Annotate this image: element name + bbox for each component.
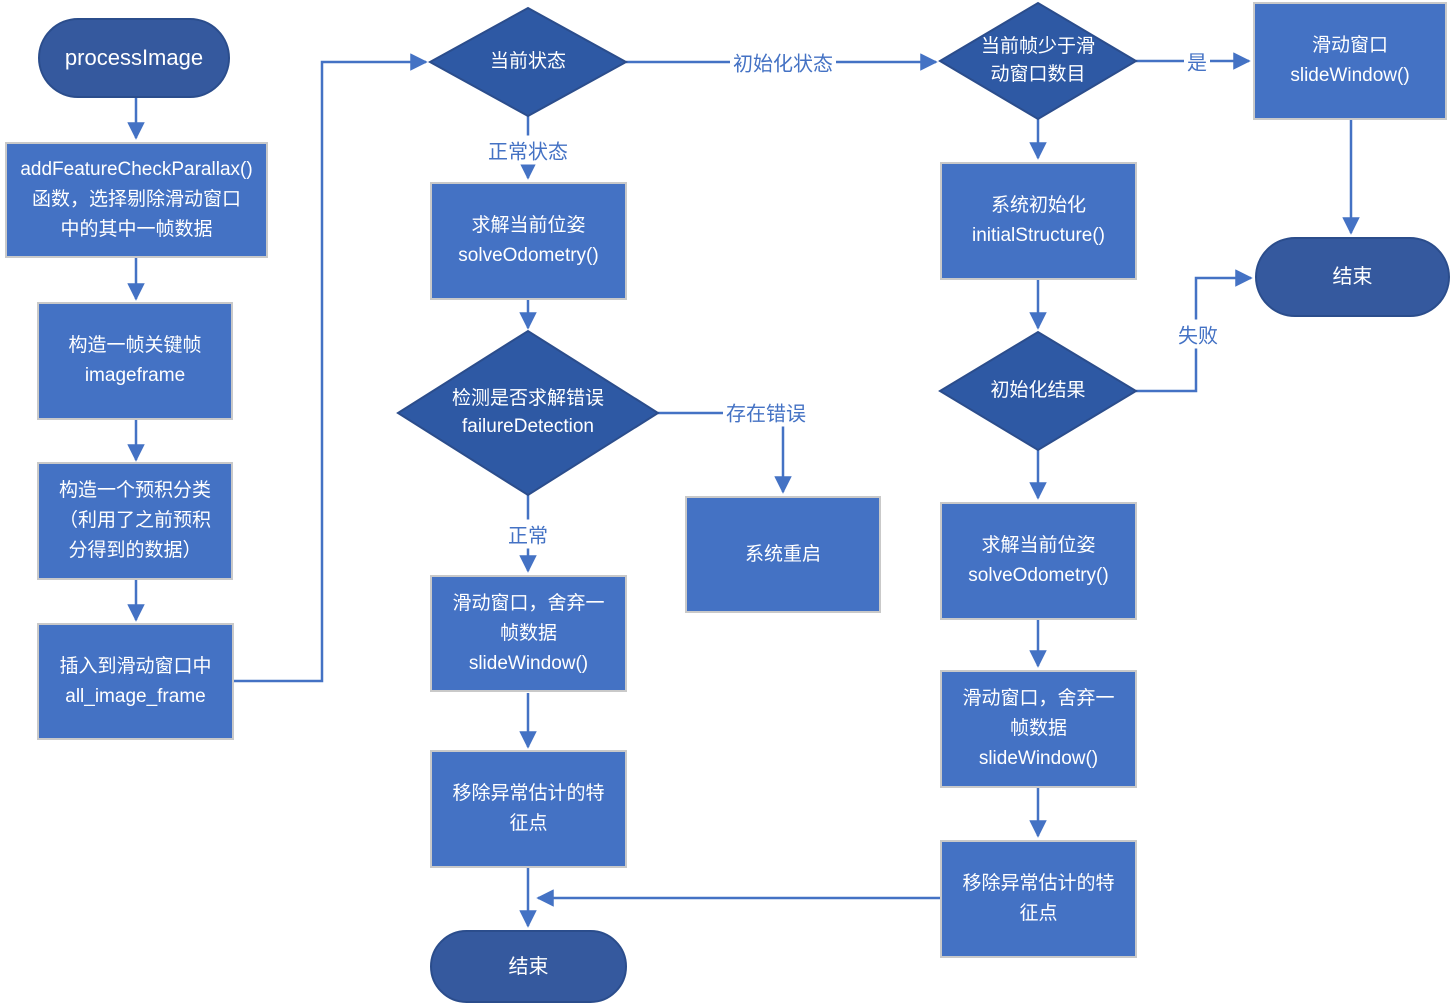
- decision-frames-less-than-window: [938, 1, 1138, 121]
- process-insert-sliding-window: 插入到滑动窗口中 all_image_frame: [37, 623, 234, 740]
- terminator-process-image: processImage: [38, 18, 230, 98]
- edge-label-init-state: 初始化状态: [730, 47, 836, 77]
- process-initial-structure: 系统初始化 initialStructure(): [940, 162, 1137, 280]
- process-remove-outliers-mid: 移除异常估计的特 征点: [430, 750, 627, 868]
- process-build-preintegration: 构造一个预积分类 （利用了之前预积 分得到的数据）: [37, 462, 233, 580]
- decision-init-result: [938, 330, 1138, 452]
- process-slide-window-top: 滑动窗口 slideWindow(): [1253, 2, 1447, 120]
- process-solve-odometry-right: 求解当前位姿 solveOdometry(): [940, 502, 1137, 620]
- decision-failure-detection: [396, 329, 660, 497]
- edge-label-error-exists: 存在错误: [723, 397, 809, 427]
- process-system-restart: 系统重启: [685, 496, 881, 613]
- process-add-feature-check-parallax: addFeatureCheckParallax() 函数，选择剔除滑动窗口 中的…: [5, 142, 268, 258]
- edge-label-normal-state: 正常状态: [485, 135, 571, 165]
- edge-label-normal: 正常: [505, 519, 551, 549]
- connector-insert-to-currentstate: [234, 53, 428, 683]
- process-remove-outliers-right: 移除异常估计的特 征点: [940, 840, 1137, 958]
- process-slide-window-mid: 滑动窗口，舍弃一 帧数据 slideWindow(): [430, 575, 627, 692]
- process-solve-odometry-mid: 求解当前位姿 solveOdometry(): [430, 182, 627, 300]
- terminator-end-mid: 结束: [430, 930, 627, 1003]
- process-slide-window-right: 滑动窗口，舍弃一 帧数据 slideWindow(): [940, 670, 1137, 788]
- process-build-keyframe: 构造一帧关键帧 imageframe: [37, 302, 233, 420]
- edge-label-yes: 是: [1184, 46, 1210, 76]
- decision-current-state: [427, 6, 629, 118]
- edge-label-fail: 失败: [1175, 319, 1221, 349]
- terminator-end-right: 结束: [1255, 237, 1450, 317]
